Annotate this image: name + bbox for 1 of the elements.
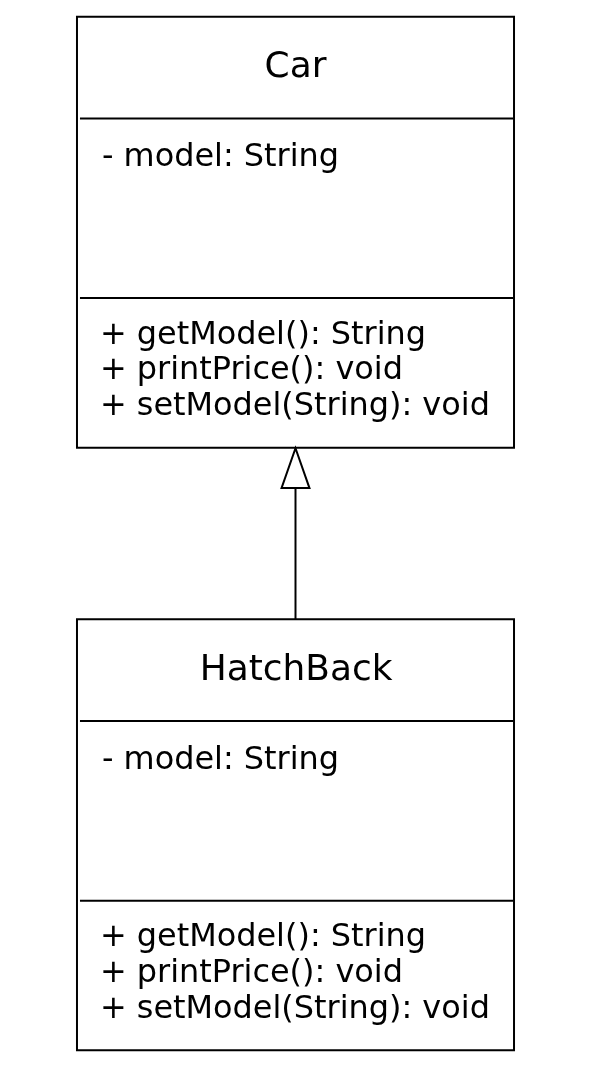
- arrow: [279, 445, 311, 621]
